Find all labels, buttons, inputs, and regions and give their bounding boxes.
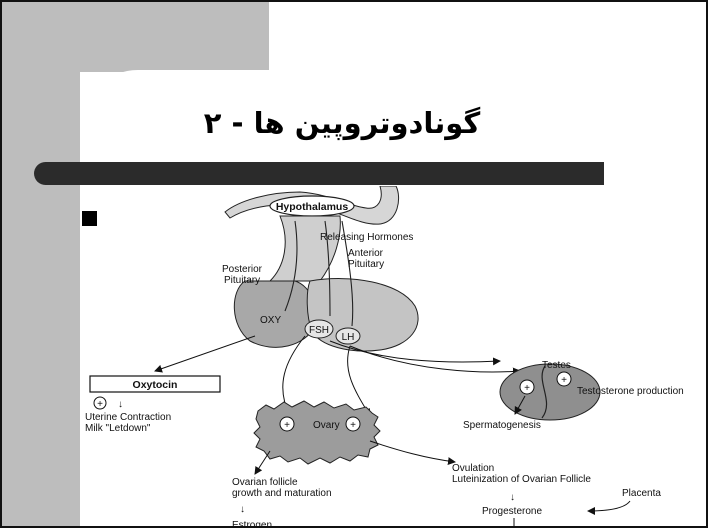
- ovary-label: Ovary: [313, 420, 340, 431]
- hormone-diagram: Hypothalamus Releasing Hormones Anterior…: [85, 186, 684, 528]
- anterior-pituitary-label-2: Pituitary: [348, 259, 384, 270]
- posterior-pituitary-label-2: Pituitary: [224, 275, 260, 286]
- testes-plus-label-1: +: [524, 383, 530, 394]
- side-decoration-strip: [2, 2, 80, 526]
- arrow-lh-to-ovary: [347, 345, 371, 417]
- progesterone-label: Progesterone: [482, 506, 542, 517]
- spermatogenesis-label: Spermatogenesis: [463, 420, 541, 431]
- oxytocin-plus-label: +: [97, 399, 103, 410]
- bullet-square-icon: [82, 211, 97, 226]
- anterior-pituitary-shape: [306, 278, 419, 352]
- neuron-line-1: [284, 220, 298, 312]
- testes-label: Testes: [542, 360, 571, 371]
- luteinization-label: Luteinization of Ovarian Follicle: [452, 474, 591, 485]
- progesterone-down-arrow: ↓: [510, 492, 515, 503]
- arrow-to-spermatogenesis: [514, 395, 526, 415]
- slide-title: گونادوتروپین ها - ۲: [203, 106, 481, 140]
- lh-oval: [335, 327, 361, 345]
- hypothalamus-label: Hypothalamus: [276, 201, 349, 213]
- pituitary-stalk: [268, 215, 341, 282]
- estrogen-down-arrow: ↓: [240, 504, 245, 515]
- ovarian-follicle-label-1: Ovarian follicle: [232, 477, 298, 488]
- arrow-to-follicle: [254, 450, 271, 475]
- oxytocin-plus-icon: [93, 396, 107, 410]
- testes-plus-icon-1: [519, 379, 535, 395]
- posterior-pituitary-label-1: Posterior: [222, 264, 263, 275]
- title-underline-bar: [34, 162, 604, 185]
- neuron-line-3: [341, 220, 354, 327]
- ovulation-label: Ovulation: [452, 463, 494, 474]
- oxytocin-label: Oxytocin: [133, 379, 178, 391]
- arrow-to-testes-2: [349, 345, 521, 376]
- placenta-label: Placenta: [622, 488, 661, 499]
- oxytocin-down-arrow: ↓: [118, 399, 123, 410]
- ovary-plus-icon-1: [279, 416, 295, 432]
- arrow-to-oxytocin: [154, 335, 256, 373]
- estrogen-label: Estrogen: [232, 520, 272, 528]
- anterior-pituitary-label-1: Anterior: [348, 248, 384, 259]
- testes-plus-label-2: +: [561, 375, 567, 386]
- ovary-plus-icon-2: [345, 416, 361, 432]
- arrow-to-ovulation: [369, 440, 456, 466]
- ovary-shape: [253, 400, 381, 465]
- oxytocin-box: [89, 375, 221, 393]
- lh-label: LH: [342, 332, 355, 343]
- testosterone-production-label: Testosterone production: [577, 386, 684, 397]
- milk-letdown-label: Milk "Letdown": [85, 423, 151, 434]
- uterine-contraction-label: Uterine Contraction: [85, 412, 171, 423]
- arrow-to-testes-1: [329, 340, 501, 366]
- ovary-plus-label-1: +: [284, 420, 290, 431]
- releasing-hormones-label: Releasing Hormones: [320, 232, 413, 243]
- neuron-line-2: [324, 220, 331, 317]
- arrow-placenta-to-progesterone: [587, 500, 631, 515]
- testes-inner-line: [541, 365, 548, 419]
- fsh-label: FSH: [309, 325, 329, 336]
- ovary-plus-label-2: +: [350, 420, 356, 431]
- testes-plus-icon-2: [556, 371, 572, 387]
- ovarian-follicle-label-2: growth and maturation: [232, 488, 332, 499]
- fsh-oval: [304, 319, 334, 339]
- testes-shape: [499, 363, 601, 421]
- oxy-label: OXY: [260, 315, 281, 326]
